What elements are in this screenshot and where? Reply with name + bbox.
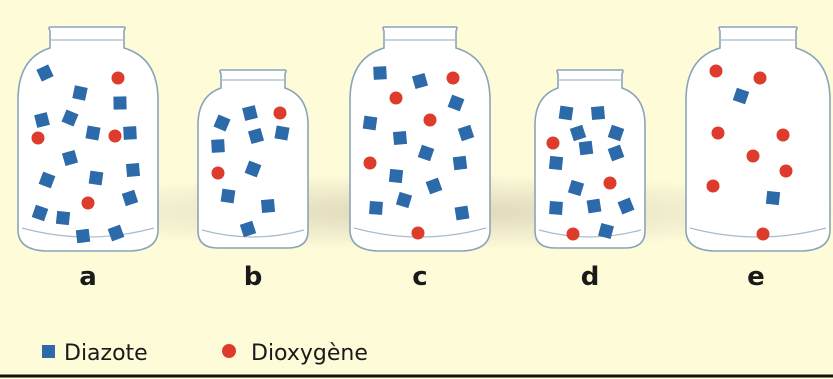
- diazote-molecule: [107, 224, 125, 242]
- diazote-molecule: [607, 144, 625, 162]
- diazote-molecule: [242, 105, 258, 121]
- jar-b-glass: [197, 69, 309, 249]
- diazote-molecule: [274, 125, 290, 141]
- jar-b-label: b: [244, 262, 263, 292]
- dioxygene-molecule: [446, 71, 460, 85]
- diazote-molecule: [452, 155, 468, 171]
- diazote-molecule: [457, 124, 475, 142]
- dioxygene-molecule: [776, 128, 790, 142]
- dioxygene-molecule: [753, 71, 767, 85]
- diazote-legend-label: Diazote: [64, 341, 148, 366]
- diazote-molecule: [72, 85, 88, 101]
- diazote-molecule: [598, 223, 614, 239]
- jar-a: a: [17, 26, 159, 292]
- diazote-molecule: [447, 94, 465, 112]
- dioxygene-molecule: [423, 113, 437, 127]
- diazote-molecule: [558, 105, 574, 121]
- dioxygene-molecule: [546, 136, 560, 150]
- diazote-molecule: [211, 139, 225, 153]
- diazote-molecule: [36, 64, 54, 82]
- dioxygene-molecule: [756, 227, 770, 241]
- diazote-molecule: [425, 177, 443, 195]
- diazote-legend-icon: [42, 345, 55, 358]
- jar-c-label: c: [412, 262, 427, 292]
- diazote-molecule: [549, 201, 563, 215]
- diazote-molecule: [61, 109, 79, 127]
- diazote-molecule: [586, 198, 602, 214]
- diazote-molecule: [85, 125, 101, 141]
- diazote-molecule: [617, 197, 635, 215]
- dioxygene-molecule: [273, 106, 287, 120]
- jar-e-glass: [685, 26, 831, 252]
- diazote-molecule: [88, 170, 104, 186]
- dioxygene-molecule: [111, 71, 125, 85]
- diazote-molecule: [239, 220, 257, 238]
- dioxygene-molecule: [566, 227, 580, 241]
- diazote-molecule: [548, 155, 564, 171]
- dioxygene-molecule: [779, 164, 793, 178]
- dioxygene-molecule: [389, 91, 403, 105]
- dioxygene-legend-label: Dioxygène: [251, 341, 368, 366]
- jar-d: d: [534, 69, 646, 292]
- diazote-molecule: [61, 149, 79, 167]
- jar-e: e: [685, 26, 831, 292]
- jar-e-label: e: [747, 262, 765, 292]
- diazote-molecule: [417, 144, 435, 162]
- diazote-molecule: [38, 171, 56, 189]
- diazote-molecule: [362, 115, 378, 131]
- diazote-molecule: [454, 205, 470, 221]
- jar-b-base: [201, 229, 305, 238]
- diazote-molecule: [247, 127, 265, 145]
- diazote-molecule: [213, 114, 231, 132]
- diazote-molecule: [369, 201, 383, 215]
- diazote-molecule: [567, 179, 585, 197]
- diazote-molecule: [31, 204, 49, 222]
- diazote-molecule: [373, 66, 387, 80]
- diazote-molecule: [607, 124, 625, 142]
- diazote-molecule: [569, 124, 587, 142]
- dioxygene-molecule: [603, 176, 617, 190]
- diazote-molecule: [388, 168, 404, 184]
- diazote-molecule: [260, 198, 276, 214]
- dioxygene-molecule: [709, 64, 723, 78]
- dioxygene-molecule: [746, 149, 760, 163]
- diazote-molecule: [578, 140, 594, 156]
- diazote-molecule: [395, 191, 413, 209]
- diazote-molecule: [75, 228, 91, 244]
- diazote-molecule: [765, 190, 781, 206]
- diazote-molecule: [125, 162, 141, 178]
- dioxygene-molecule: [711, 126, 725, 140]
- diazote-molecule: [34, 112, 50, 128]
- dioxygene-molecule: [411, 226, 425, 240]
- dioxygene-molecule: [363, 156, 377, 170]
- diazote-molecule: [123, 126, 137, 140]
- diazote-molecule: [392, 130, 408, 146]
- dioxygene-molecule: [706, 179, 720, 193]
- diazote-molecule: [244, 160, 262, 178]
- dioxygene-molecule: [211, 166, 225, 180]
- jar-d-base: [538, 229, 642, 238]
- jar-a-label: a: [79, 262, 97, 292]
- jar-d-label: d: [581, 262, 600, 292]
- diazote-molecule: [732, 87, 750, 105]
- jar-b: b: [197, 69, 309, 292]
- jar-c: c: [349, 26, 491, 292]
- diazote-molecule: [55, 210, 71, 226]
- dioxygene-molecule: [81, 196, 95, 210]
- diazote-molecule: [113, 96, 127, 110]
- diazote-molecule: [220, 188, 236, 204]
- dioxygene-molecule: [31, 131, 45, 145]
- dioxygene-molecule: [108, 129, 122, 143]
- diazote-molecule: [590, 105, 606, 121]
- dioxygene-legend-icon: [222, 344, 236, 358]
- diazote-molecule: [121, 189, 139, 207]
- diazote-molecule: [411, 72, 429, 90]
- legend: Diazote Dioxygène: [42, 341, 368, 366]
